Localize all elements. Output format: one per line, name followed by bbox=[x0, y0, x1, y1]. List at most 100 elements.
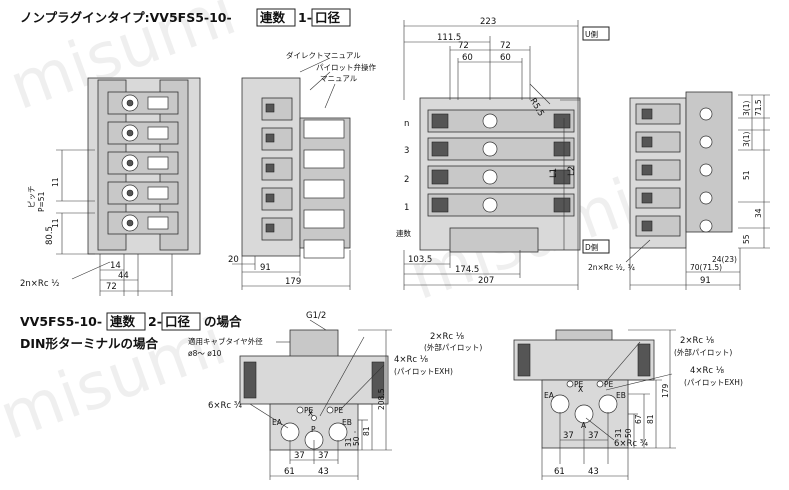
port-circle bbox=[482, 113, 498, 129]
dim-37a-v5: 37 bbox=[294, 451, 305, 461]
coil-right bbox=[637, 343, 651, 377]
rc34-label-v6: 6×Rc ¾ bbox=[614, 439, 648, 449]
dim-179: 179 bbox=[285, 277, 301, 287]
dim-70: 70(71.5) bbox=[690, 263, 722, 272]
header-top-prefix: ノンプラグインタイプ:VV5FS5-10- bbox=[20, 10, 232, 25]
side-d-box bbox=[582, 239, 610, 254]
view4-side: 3(1) 71.5 3(1) 51 34 55 24(23) 70(71.5) … bbox=[588, 91, 770, 290]
valve-cap bbox=[147, 96, 169, 110]
station-n: n bbox=[404, 119, 409, 129]
port-core bbox=[126, 99, 134, 107]
rc18-label: 2×Rc ⅛ bbox=[430, 332, 464, 342]
valve-block bbox=[261, 187, 293, 211]
label-direct-manual: ダイレクトマニュアル bbox=[286, 50, 361, 60]
port-circle bbox=[699, 135, 713, 149]
dim-61-v5: 61 bbox=[284, 467, 295, 477]
header-box-frame bbox=[106, 312, 146, 331]
dim-71-5: 71.5 bbox=[754, 99, 763, 116]
dim-11: 11 bbox=[51, 177, 60, 187]
station-label: 連数 bbox=[396, 228, 411, 238]
coil-left bbox=[431, 169, 449, 185]
din-coil-right bbox=[371, 361, 385, 399]
v6-rc18-label: 2×Rc ⅛ bbox=[680, 336, 714, 346]
port-label-p: P bbox=[311, 425, 316, 434]
port-x bbox=[311, 415, 317, 421]
port-core bbox=[126, 129, 134, 137]
port-core bbox=[126, 159, 134, 167]
dim-61-v6: 61 bbox=[554, 467, 565, 477]
valve-block bbox=[427, 165, 575, 189]
valve-knob bbox=[641, 220, 653, 232]
coil-right bbox=[553, 113, 571, 129]
din-valve-head bbox=[239, 355, 389, 405]
manual-lever bbox=[303, 209, 345, 229]
coil-left bbox=[431, 113, 449, 129]
cap-mid: 2- bbox=[148, 314, 162, 329]
din-title: DIN形ターミナルの場合 bbox=[20, 336, 158, 351]
coil-right bbox=[553, 169, 571, 185]
port-label-eb: EB bbox=[342, 418, 352, 427]
dim-51: 51 bbox=[742, 170, 751, 180]
dim-103-5: 103.5 bbox=[408, 255, 432, 265]
cap-label: 適用キャブタイヤ外径 bbox=[188, 336, 263, 346]
port-pe-right bbox=[326, 406, 334, 414]
manual-lever bbox=[303, 119, 345, 139]
dim-91-v4: 91 bbox=[700, 276, 711, 286]
header-top-mid: 1- bbox=[298, 10, 312, 25]
label-pilot-valve: パイロット弁操作 bbox=[316, 62, 376, 72]
dim-20: 20 bbox=[228, 255, 239, 265]
view3-top: 223 111.5 72 72 60 60 R5.5 n 3 2 1 連数 L1… bbox=[396, 17, 610, 290]
valve-knob bbox=[265, 193, 275, 203]
dim-72a: 72 bbox=[458, 41, 469, 51]
port-circle bbox=[699, 163, 713, 177]
port-eb bbox=[598, 394, 618, 414]
port-core bbox=[126, 219, 134, 227]
dim-207: 207 bbox=[478, 276, 494, 286]
manual-lever bbox=[303, 239, 345, 259]
valve-knob bbox=[265, 223, 275, 233]
port-circle bbox=[482, 169, 498, 185]
rc18b-label: 4×Rc ⅛ bbox=[394, 355, 428, 365]
header-box-frame bbox=[161, 312, 201, 331]
valve-knob bbox=[265, 103, 275, 113]
header-box-frame bbox=[256, 8, 296, 27]
valve-block bbox=[261, 217, 293, 241]
coil-left bbox=[517, 343, 531, 377]
dim-L1: L1 bbox=[549, 168, 559, 178]
port-circle bbox=[699, 219, 713, 233]
port-label-v4: 2n×Rc ½, ¾ bbox=[588, 263, 636, 272]
dim-34: 34 bbox=[754, 208, 763, 218]
dim-223: 223 bbox=[480, 17, 496, 27]
v6-rc18-note: (外部パイロット) bbox=[674, 347, 732, 357]
rc18-note: (外部パイロット) bbox=[424, 342, 482, 352]
dim-24-23: 24(23) bbox=[712, 255, 737, 264]
view1-side: ピッチ P=51 11 80.5 11 14 44 72 2n×Rc ½ bbox=[20, 77, 201, 296]
valve-knob bbox=[641, 192, 653, 204]
dim-37a-v6: 37 bbox=[563, 431, 574, 441]
label-manual: マニュアル bbox=[320, 74, 358, 83]
dim-81-v5: 81 bbox=[362, 426, 371, 436]
valve-knob bbox=[641, 164, 653, 176]
coil-right bbox=[553, 141, 571, 157]
valve-block bbox=[427, 109, 575, 133]
port-pe-left bbox=[296, 406, 304, 414]
rc34-label-v5: 6×Rc ¾ bbox=[208, 401, 242, 411]
manual-lever bbox=[303, 149, 345, 169]
dim-31-v5: 31 bbox=[344, 437, 353, 447]
valve-block bbox=[427, 137, 575, 161]
valve-stack bbox=[427, 109, 575, 217]
valve-stack bbox=[107, 91, 179, 235]
valve-stack bbox=[635, 103, 713, 237]
valve-cap bbox=[147, 156, 169, 170]
port-circle bbox=[482, 197, 498, 213]
station-2: 2 bbox=[404, 175, 409, 185]
coil-left bbox=[431, 197, 449, 213]
manual-lever bbox=[303, 179, 345, 199]
dim-11b: 11 bbox=[51, 218, 60, 228]
valve-head bbox=[513, 339, 655, 381]
dim-3-1b: 3(1) bbox=[742, 132, 751, 147]
dim-72: 72 bbox=[106, 282, 117, 292]
view2-front: ダイレクトマニュアル パイロット弁操作 マニュアル 20 91 179 bbox=[228, 50, 376, 290]
top-foot bbox=[449, 227, 539, 253]
